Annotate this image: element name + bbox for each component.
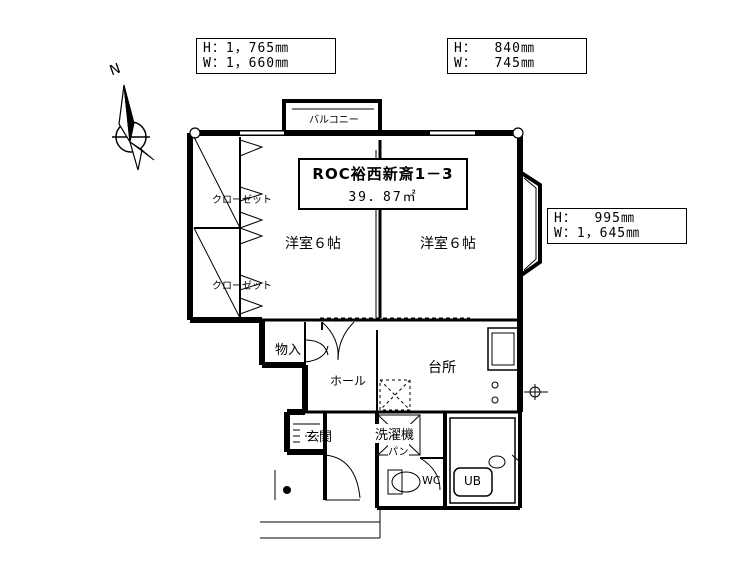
washer-label: 洗濯機 [375,424,415,443]
wc-label: WC [422,474,441,487]
property-area: 39．87㎡ [348,190,418,205]
ub-label: UB [464,474,482,488]
dimension-box-bay-window: H： 995㎜ W：1，645㎜ [547,208,687,244]
entrance-label: 玄関 [306,430,333,445]
closet-lower-label: クローゼット [212,281,272,292]
property-title-box: ROC裕西新斎1－3 39．87㎡ [298,158,468,210]
property-name: ROC裕西新斎1－3 [312,165,454,183]
balcony-label: バルコニー [309,115,359,126]
washer-pan-label: パン [388,443,409,458]
compass-icon [112,84,155,171]
dimension-box-window-1: H：1，765㎜ W：1，660㎜ [196,38,336,74]
hall-label: ホール [330,374,367,388]
western-room-right-label: 洋室６帖 [420,236,476,252]
dimension-box-window-2: H： 840㎜ W： 745㎜ [447,38,587,74]
closet-upper-label: クローゼット [212,195,272,206]
kitchen-label: 台所 [428,360,456,376]
storage-label: 物入 [275,343,302,358]
western-room-left-label: 洋室６帖 [285,236,341,252]
